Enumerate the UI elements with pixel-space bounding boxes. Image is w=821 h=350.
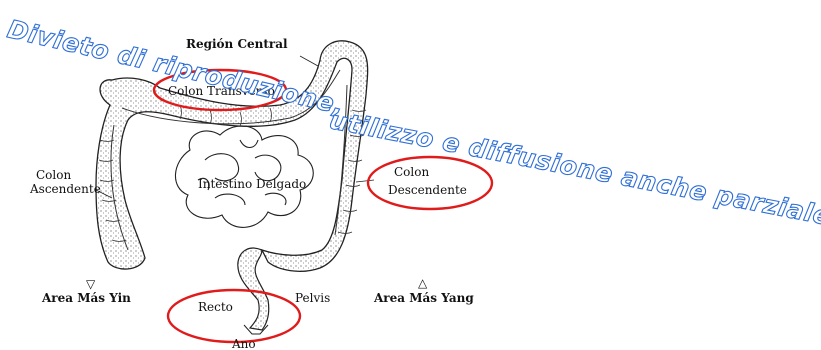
label-region-central: Región Central	[186, 37, 288, 51]
label-colon-ascendente-line1: Colon	[36, 168, 71, 182]
label-intestino-delgado: Intestino Delgado	[198, 177, 306, 191]
label-colon-descendente-line2: Descendente	[388, 183, 467, 197]
yin-triangle-icon: ▽	[86, 277, 95, 291]
label-area-mas-yin: Area Más Yin	[42, 291, 131, 305]
label-recto: Recto	[198, 300, 233, 314]
yang-triangle-icon: △	[418, 276, 427, 290]
highlight-ring-recto	[168, 290, 300, 342]
label-colon-descendente-line1: Colon	[394, 165, 429, 179]
label-pelvis: Pelvis	[295, 291, 330, 305]
label-area-mas-yang: Area Más Yang	[374, 291, 474, 305]
label-ano: Ano	[232, 337, 256, 350]
label-colon-ascendente-line2: Ascendente	[30, 182, 101, 196]
